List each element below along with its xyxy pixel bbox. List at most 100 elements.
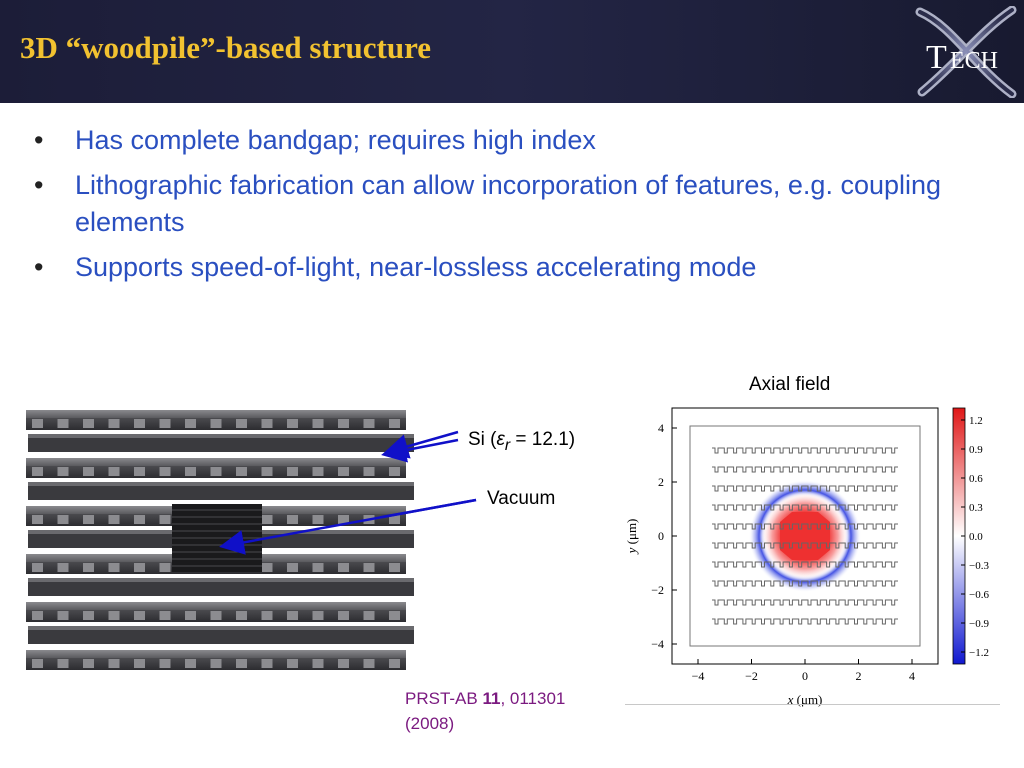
woodpile-rod-end — [32, 419, 43, 428]
colorbar-tick-label: −0.3 — [969, 560, 989, 572]
woodpile-rod-end — [363, 563, 375, 572]
rod-outline — [712, 523, 898, 530]
woodpile-rod-end — [312, 467, 324, 476]
bullet-item: •Supports speed-of-light, near-lossless … — [34, 249, 994, 286]
colorbar-tick-label: 0.3 — [969, 502, 983, 514]
woodpile-layer-highlight — [28, 626, 414, 630]
woodpile-rod-end — [338, 563, 349, 572]
woodpile-rod-end — [389, 467, 400, 476]
epsilon-subscript: r — [504, 436, 511, 454]
xtech-logo: T ECH — [915, 6, 1017, 98]
woodpile-rod-end — [261, 467, 273, 476]
woodpile-layer-side — [28, 578, 414, 596]
colorbar-tick-label: 1.2 — [969, 415, 983, 427]
woodpile-rod-end — [108, 611, 120, 620]
woodpile-rod-end — [287, 659, 298, 668]
woodpile-rod-end — [32, 563, 43, 572]
woodpile-rod-end — [83, 611, 94, 620]
woodpile-rod-end — [108, 467, 120, 476]
bullet-item: •Lithographic fabrication can allow inco… — [34, 167, 994, 241]
woodpile-rod-end — [108, 563, 120, 572]
woodpile-rod-end — [363, 611, 375, 620]
woodpile-layer-top — [26, 650, 406, 658]
colorbar-tick-label: 0.0 — [969, 531, 983, 543]
woodpile-layer-side — [28, 482, 414, 500]
bullet-text: Has complete bandgap; requires high inde… — [75, 125, 596, 155]
woodpile-rod-end — [210, 467, 222, 476]
y-tick-label: −4 — [651, 637, 664, 651]
rod-outline — [712, 447, 898, 454]
woodpile-rod-end — [287, 467, 298, 476]
woodpile-rod-end — [32, 659, 43, 668]
woodpile-rod-end — [134, 563, 145, 572]
woodpile-layer-side — [28, 626, 414, 644]
logo-letter-t: T — [926, 39, 947, 76]
woodpile-rod-end — [312, 563, 324, 572]
woodpile-rod-end — [338, 419, 349, 428]
woodpile-rod-end — [236, 659, 247, 668]
woodpile-rod-end — [287, 515, 298, 524]
slide-header: 3D “woodpile”-based structure T ECH — [0, 0, 1024, 103]
x-axis-label: x (μm) — [787, 692, 823, 707]
y-tick-label: −2 — [651, 583, 664, 597]
woodpile-rod-end — [236, 419, 247, 428]
colorbar-tick-label: −1.2 — [969, 647, 989, 659]
woodpile-rod-end — [57, 563, 69, 572]
rod-outline — [712, 504, 898, 511]
woodpile-rod-end — [236, 611, 247, 620]
x-tick-label: −4 — [692, 669, 705, 683]
woodpile-rod-end — [261, 611, 273, 620]
woodpile-rod-end — [83, 515, 94, 524]
si-arrow-line — [383, 430, 459, 459]
y-tick-label: 4 — [658, 421, 664, 435]
si-label: Si (εr = 12.1) — [468, 429, 576, 454]
axial-field-title: Axial field — [749, 374, 831, 395]
woodpile-rod-end — [261, 419, 273, 428]
woodpile-layer-highlight — [28, 578, 414, 582]
vacuum-label: Vacuum — [487, 488, 556, 509]
rod-outline — [712, 485, 898, 492]
woodpile-layer-highlight — [28, 434, 414, 438]
woodpile-rod-end — [389, 515, 400, 524]
woodpile-rod-end — [389, 611, 400, 620]
woodpile-rod-end — [32, 611, 43, 620]
bullet-text: Supports speed-of-light, near-lossless a… — [75, 252, 757, 282]
colorbar-tick-label: −0.9 — [969, 618, 989, 630]
woodpile-rod-end — [83, 563, 94, 572]
woodpile-rod-end — [338, 515, 349, 524]
colorbar-tick-label: 0.6 — [969, 473, 983, 485]
woodpile-rod-end — [261, 563, 273, 572]
woodpile-rod-end — [185, 611, 196, 620]
woodpile-rod-end — [134, 419, 145, 428]
woodpile-rod-end — [159, 659, 171, 668]
y-tick-label: 2 — [658, 475, 664, 489]
woodpile-rod-end — [389, 419, 400, 428]
vacuum-arrow-line — [219, 498, 477, 555]
woodpile-rod-end — [159, 467, 171, 476]
woodpile-rod-end — [159, 419, 171, 428]
woodpile-rod-end — [185, 659, 196, 668]
woodpile-rod-end — [159, 611, 171, 620]
woodpile-rod-end — [57, 659, 69, 668]
x-tick-label: 2 — [856, 669, 862, 683]
woodpile-rod-end — [287, 611, 298, 620]
woodpile-rod-end — [210, 659, 222, 668]
woodpile-rod-end — [261, 515, 273, 524]
woodpile-rod-end — [134, 467, 145, 476]
woodpile-rod-end — [32, 467, 43, 476]
woodpile-rod-end — [210, 611, 222, 620]
woodpile-rod-end — [108, 515, 120, 524]
rod-outline — [712, 580, 898, 587]
rod-outline — [712, 618, 898, 625]
woodpile-rod-end — [83, 419, 94, 428]
bullet-item: •Has complete bandgap; requires high ind… — [34, 122, 994, 159]
woodpile-rod-end — [312, 515, 324, 524]
x-tick-label: 0 — [802, 669, 808, 683]
colorbar-tick-label: 0.9 — [969, 444, 983, 456]
woodpile-rod-end — [134, 515, 145, 524]
woodpile-rod-end — [210, 419, 222, 428]
bullet-marker: • — [34, 170, 44, 200]
x-tick-label: −2 — [745, 669, 758, 683]
x-tick-label: 4 — [909, 669, 915, 683]
